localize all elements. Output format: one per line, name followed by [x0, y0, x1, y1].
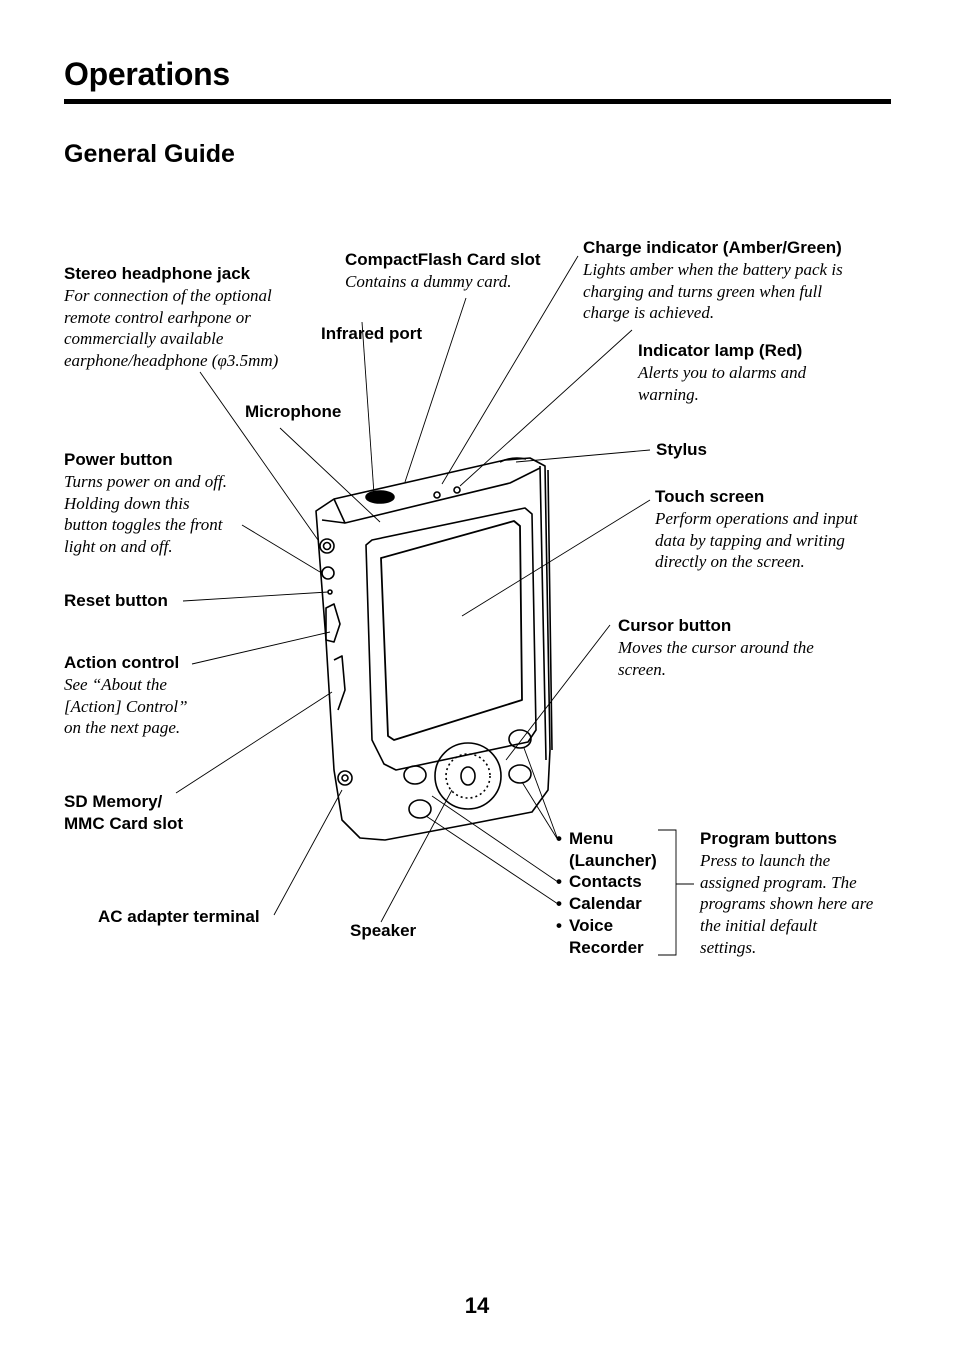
cursor-pad-shape [434, 742, 502, 810]
program-buttons-label: Program buttons [700, 829, 837, 848]
page-title: Operations [64, 56, 230, 92]
callout-power-button: Power button Turns power on and off. Hol… [64, 449, 227, 558]
callout-ac-adapter: AC adapter terminal [98, 906, 260, 928]
title-rule [64, 99, 891, 104]
action-control-label: Action control [64, 653, 180, 672]
cursor-button-desc: Moves the cursor around the screen. [618, 638, 814, 679]
microphone-label: Microphone [245, 402, 342, 421]
power-button-shape [319, 538, 335, 554]
callout-cursor-button: Cursor button Moves the cursor around th… [618, 615, 814, 680]
reset-button-label: Reset button [64, 591, 168, 610]
stereo-jack-desc: For connection of the optional remote co… [64, 286, 279, 371]
ac-adapter-label: AC adapter terminal [98, 907, 260, 926]
callout-infrared: Infrared port [321, 323, 422, 345]
charge-indicator-desc: Lights amber when the battery pack is ch… [583, 260, 843, 323]
power-button-label: Power button [64, 450, 173, 469]
touch-screen-label: Touch screen [655, 487, 765, 506]
callout-reset-button: Reset button [64, 590, 168, 612]
list-item: Calendar [556, 893, 657, 915]
section-title: General Guide [64, 140, 235, 168]
stylus-label: Stylus [656, 440, 708, 459]
action-control-desc: See “About the [Action] Control” on the … [64, 675, 188, 738]
program-buttons-list: Menu (Launcher) Contacts Calendar Voice … [556, 828, 657, 958]
indicator-lamp-label: Indicator lamp (Red) [638, 341, 803, 360]
ac-terminal-shape [337, 770, 353, 786]
touch-screen-shape [380, 520, 523, 741]
callout-stereo-jack: Stereo headphone jack For connection of … [64, 263, 278, 372]
cursor-button-label: Cursor button [618, 616, 732, 635]
device-body [315, 457, 551, 841]
infrared-port-shape [365, 490, 395, 504]
touch-screen-desc: Perform operations and input data by tap… [655, 509, 858, 572]
stereo-jack-label: Stereo headphone jack [64, 264, 251, 283]
stylus-shape [499, 457, 527, 463]
callout-action-control: Action control See “About the [Action] C… [64, 652, 188, 739]
callout-charge-indicator: Charge indicator (Amber/Green) Lights am… [583, 237, 843, 324]
compactflash-desc: Contains a dummy card. [345, 272, 512, 291]
callout-stylus: Stylus [656, 439, 707, 461]
callout-indicator-lamp: Indicator lamp (Red) Alerts you to alarm… [638, 340, 806, 405]
callout-program-buttons: Program buttons Press to launch the assi… [700, 828, 873, 959]
action-control-shape [325, 603, 341, 643]
charge-indicator-label: Charge indicator (Amber/Green) [583, 238, 842, 257]
list-item: Contacts [556, 871, 657, 893]
page-number: 14 [464, 1293, 490, 1318]
reset-button-shape [327, 589, 333, 595]
power-button-desc: Turns power on and off. Holding down thi… [64, 472, 227, 557]
callout-speaker: Speaker [350, 920, 416, 942]
infrared-label: Infrared port [321, 324, 423, 343]
speaker-label: Speaker [350, 921, 417, 940]
compactflash-label: CompactFlash Card slot [345, 250, 541, 269]
callout-compactflash: CompactFlash Card slot Contains a dummy … [345, 249, 541, 293]
list-item: Voice Recorder [556, 915, 657, 958]
callout-touch-screen: Touch screen Perform operations and inpu… [655, 486, 858, 573]
callout-microphone: Microphone [245, 401, 341, 423]
program-buttons-desc: Press to launch the assigned program. Th… [700, 851, 874, 957]
sd-slot-label: SD Memory/ MMC Card slot [64, 792, 183, 833]
indicator-lamp-desc: Alerts you to alarms and warning. [638, 363, 807, 404]
callout-sd-slot: SD Memory/ MMC Card slot [64, 791, 183, 835]
program-button-shape [403, 765, 427, 785]
list-item: Menu (Launcher) [556, 828, 657, 871]
